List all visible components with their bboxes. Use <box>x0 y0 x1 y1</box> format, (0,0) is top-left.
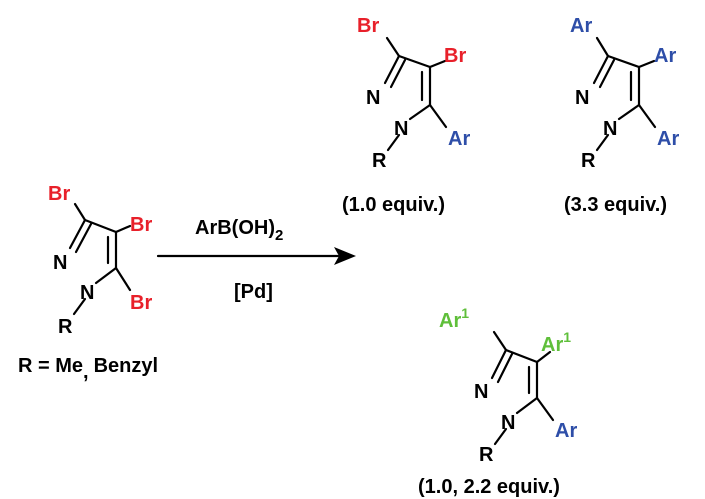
bromine-label-c4: Br <box>444 45 466 67</box>
bond-n1-r <box>386 133 401 152</box>
r-group-label: R <box>58 316 73 338</box>
bond-n1-r <box>72 297 87 316</box>
catalyst-label: [Pd] <box>234 281 273 303</box>
bond-n2-c3 <box>68 218 87 250</box>
bond-n1-r <box>595 133 610 152</box>
bond-c4-br <box>428 59 447 69</box>
bond-c4-ar <box>637 59 656 69</box>
aryl-label-c3: Ar <box>570 15 592 37</box>
aryl-label-c4: Ar <box>654 45 676 67</box>
bond-c4-br <box>114 224 132 234</box>
aryl-label-c5: Ar <box>657 128 679 150</box>
nitrogen-n2-label: N <box>474 381 488 403</box>
reagent-label: ArB(OH)2 <box>195 217 283 244</box>
bond-c5-n1 <box>408 103 432 121</box>
bond-n2-c3-double <box>598 58 616 89</box>
equiv-label: (3.3 equiv.) <box>564 194 667 216</box>
bond-n2-c3 <box>592 54 610 85</box>
product-mixed-arylated: Ar1 Ar1 Ar N N R (1.0, 2.2 equiv.) <box>418 305 577 498</box>
bond-n1-r <box>493 427 508 446</box>
bond-n2-c3-double <box>389 58 407 89</box>
nitrogen-n2-label: N <box>575 87 589 109</box>
bond-c3-c4 <box>504 348 539 364</box>
r-group-label: R <box>581 150 596 172</box>
bond-c4-ar1 <box>535 350 552 364</box>
bond-n2-c3 <box>490 348 508 380</box>
product-mono-arylated: Br Br Ar N N R (1.0 equiv.) <box>342 15 470 216</box>
bond-c3-ar <box>595 36 610 58</box>
r-group-label: R <box>372 150 387 172</box>
bond-c3-c4 <box>606 54 641 69</box>
bond-c5-n1 <box>515 396 539 415</box>
r-group-label: R <box>479 444 494 466</box>
bond-c3-c4 <box>83 218 118 234</box>
reaction-arrow-group: ArB(OH)2 [Pd] <box>156 217 356 303</box>
aryl-label-c5: Ar <box>555 420 577 442</box>
bromine-label-c3: Br <box>48 183 70 205</box>
bond-n2-c3-double <box>496 352 514 384</box>
bond-c5-ar <box>428 103 448 129</box>
bromine-label-c5: Br <box>130 292 152 314</box>
bromine-label-c3: Br <box>357 15 379 37</box>
r-definition: R = Me,Benzyl <box>18 355 158 383</box>
nitrogen-n2-label: N <box>366 87 380 109</box>
aryl-label-c5: Ar <box>448 128 470 150</box>
nitrogen-n2-label: N <box>53 252 67 274</box>
bromine-label-c4: Br <box>130 214 152 236</box>
bond-c3-br <box>73 202 87 222</box>
reaction-arrow-head <box>334 247 356 265</box>
bond-n2-c3-double <box>74 222 93 254</box>
bond-c5-n1 <box>617 103 641 121</box>
bond-c5-ar <box>637 103 657 129</box>
nitrogen-n1-label: N <box>394 118 408 140</box>
aryl1-label-c4: Ar1 <box>541 329 571 356</box>
bond-c3-ar1 <box>492 330 508 352</box>
bond-c3-c4 <box>397 54 432 69</box>
nitrogen-n1-label: N <box>603 118 617 140</box>
nitrogen-n1-label: N <box>501 412 515 434</box>
aryl1-label-c3: Ar1 <box>439 305 469 332</box>
equiv-label: (1.0 equiv.) <box>342 194 445 216</box>
bond-c5-ar <box>535 396 555 422</box>
bond-c5-br <box>114 266 132 292</box>
starting-material: Br Br Br N N R R = Me,Benzyl <box>18 183 158 383</box>
bond-c3-br <box>385 36 401 58</box>
bond-c5-n1 <box>94 266 118 285</box>
product-tri-arylated: Ar Ar Ar N N R (3.3 equiv.) <box>564 15 679 216</box>
nitrogen-n1-label: N <box>80 282 94 304</box>
bond-n2-c3 <box>383 54 401 85</box>
equiv-label: (1.0, 2.2 equiv.) <box>418 476 560 498</box>
